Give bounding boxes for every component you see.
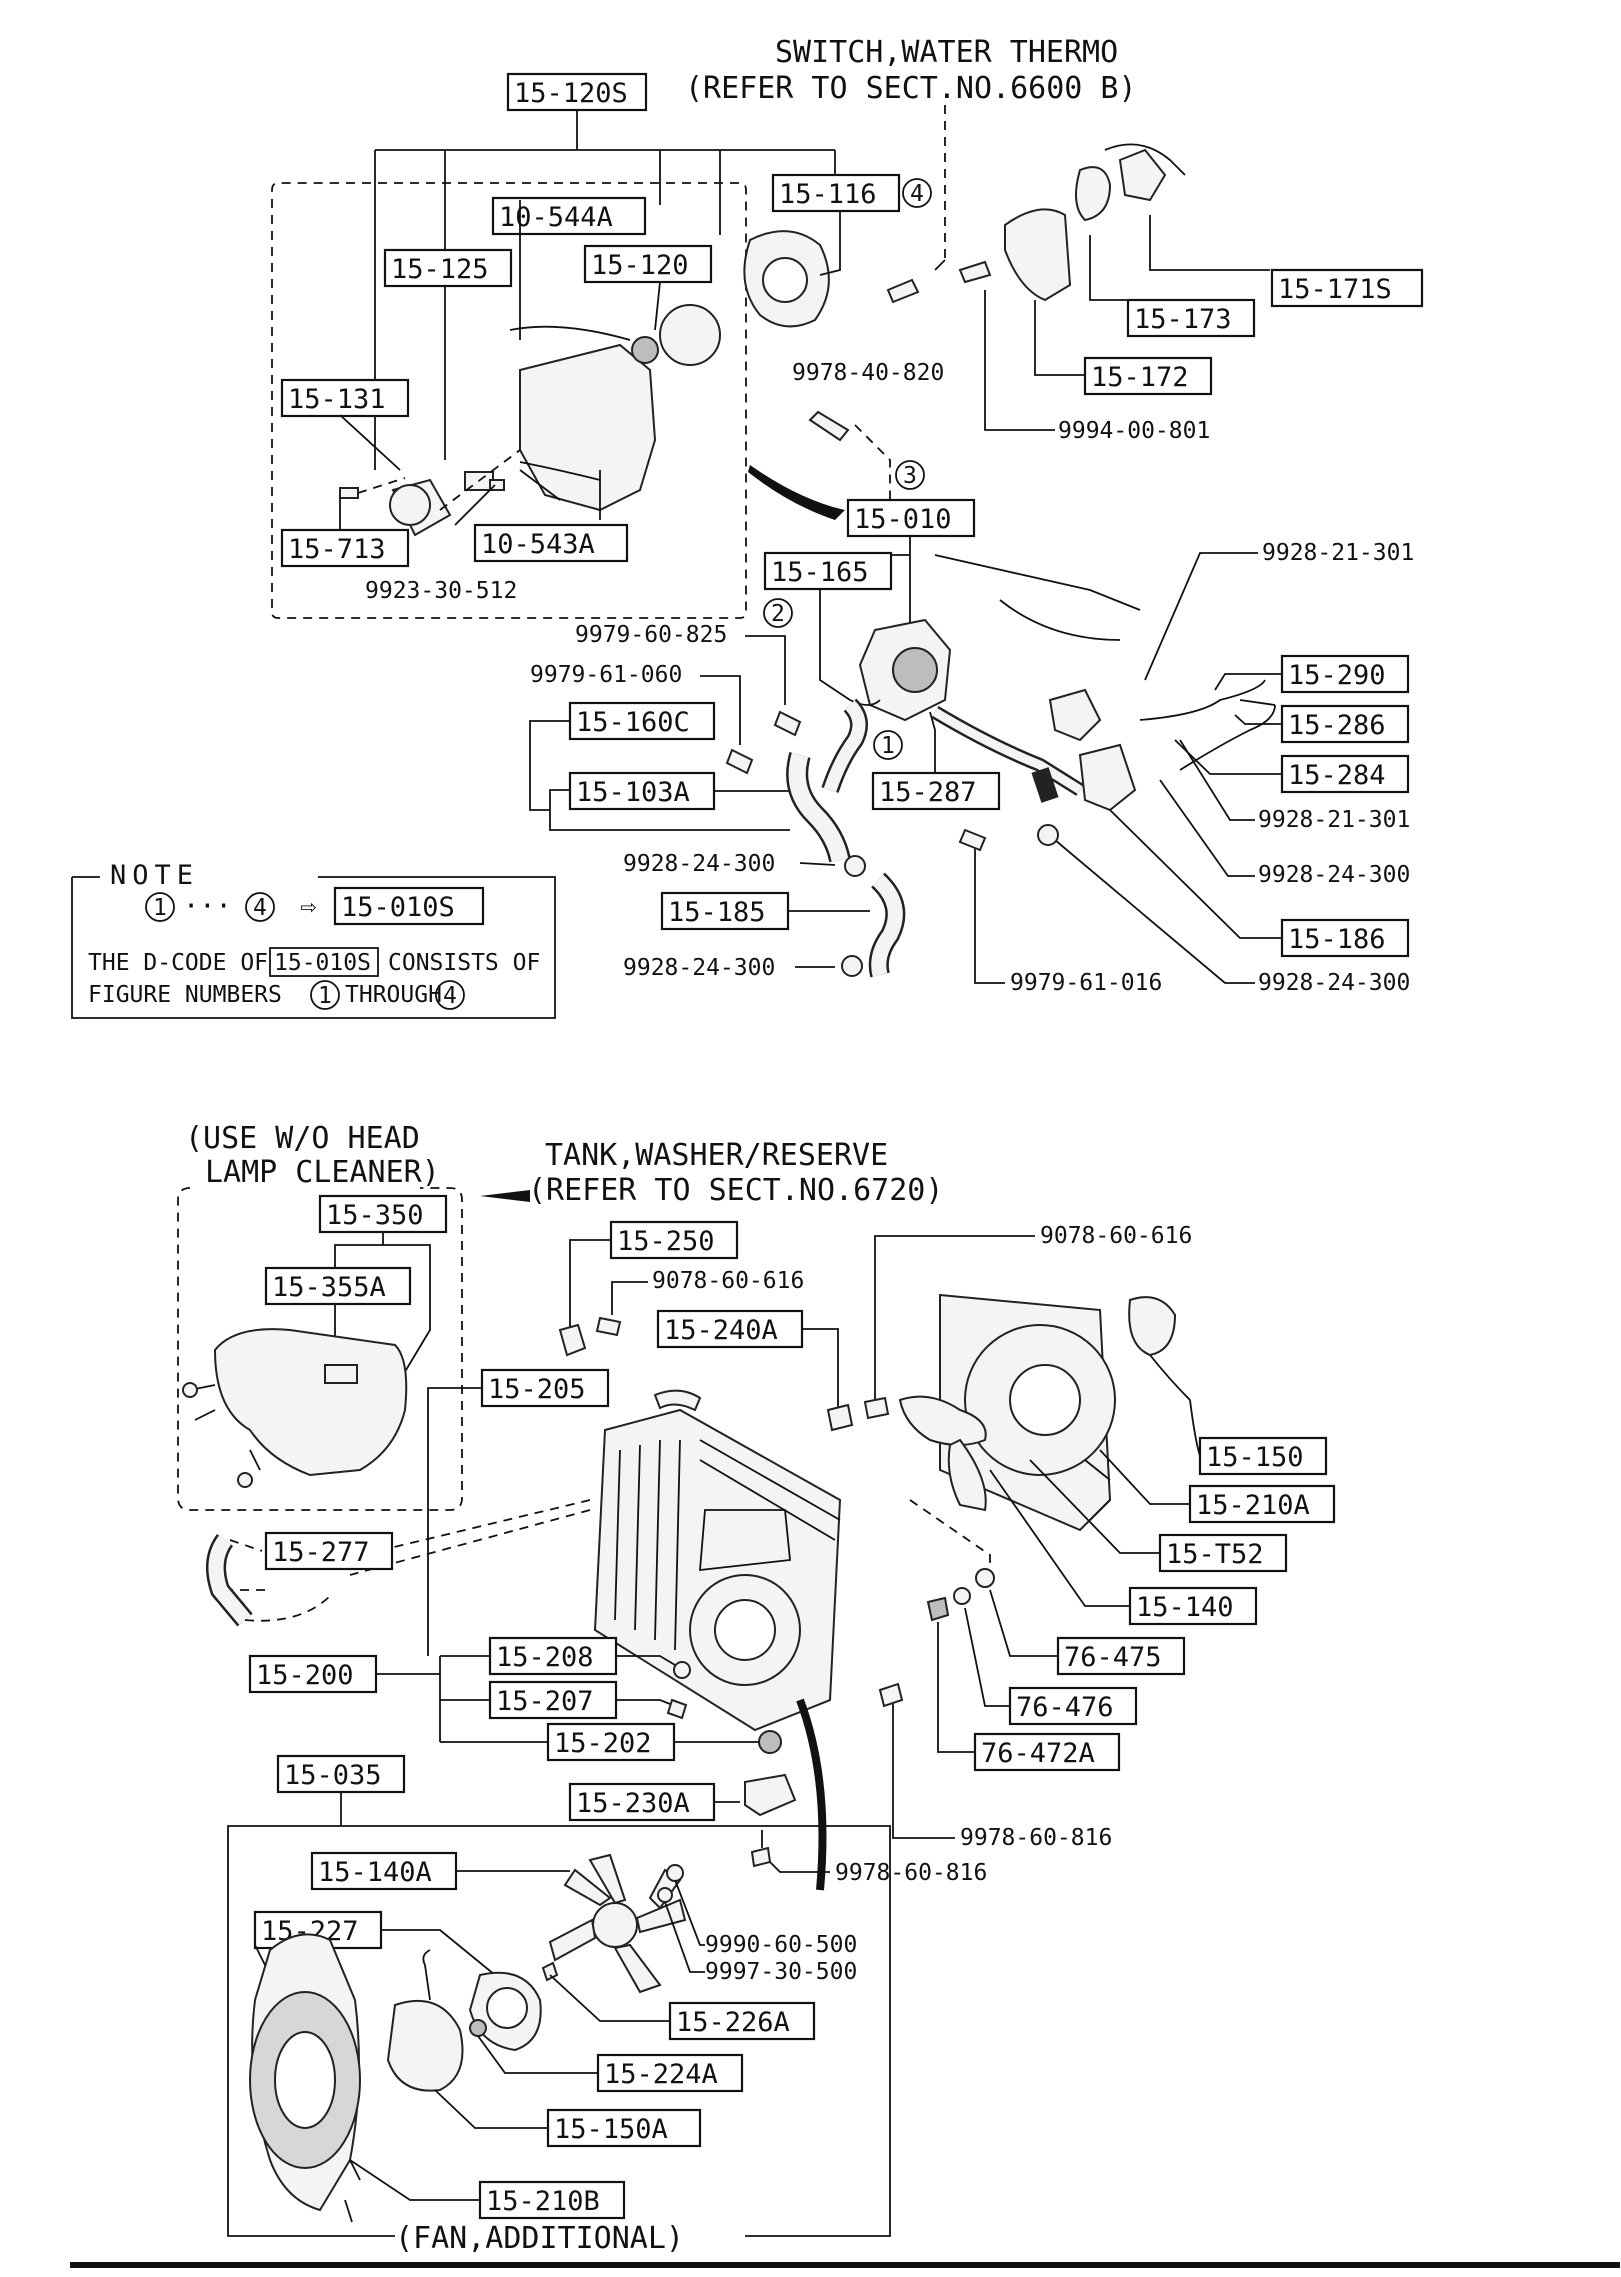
part-15-224A[interactable]: 15-224A — [604, 2059, 718, 2090]
part-15-713[interactable]: 15-713 — [288, 534, 386, 565]
switch-water-thermo-label: SWITCH,WATER THERMO — [775, 35, 1118, 70]
part-15-208[interactable]: 15-208 — [496, 1642, 594, 1673]
note-line1-a: THE D-CODE OF — [88, 950, 268, 976]
bolt-9997-30-500[interactable]: 9997-30-500 — [705, 1959, 857, 1985]
bolt-9078-60-616-a[interactable]: 9078-60-616 — [652, 1268, 804, 1294]
part-15-120S[interactable]: 15-120S — [514, 78, 628, 109]
note-title: NOTE — [110, 860, 199, 891]
part-76-472A[interactable]: 76-472A — [981, 1738, 1095, 1769]
bolt-9928-21-301-a[interactable]: 9928-21-301 — [1262, 540, 1414, 566]
switch-refer-label: (REFER TO SECT.NO.6600 B) — [685, 71, 1137, 106]
bolt-9923-30-512[interactable]: 9923-30-512 — [365, 578, 517, 604]
part-15-172[interactable]: 15-172 — [1091, 362, 1189, 393]
part-15-150[interactable]: 15-150 — [1206, 1442, 1304, 1473]
note-line1-part: 15-010S — [274, 950, 371, 976]
part-15-205[interactable]: 15-205 — [488, 1374, 586, 1405]
part-15-202[interactable]: 15-202 — [554, 1728, 652, 1759]
part-15-230A[interactable]: 15-230A — [576, 1788, 690, 1819]
bolt-9928-24-300-d[interactable]: 9928-24-300 — [1258, 970, 1410, 996]
part-15-210A[interactable]: 15-210A — [1196, 1490, 1310, 1521]
figure-number-3: 3 — [903, 463, 917, 489]
part-15-250[interactable]: 15-250 — [617, 1226, 715, 1257]
part-15-207[interactable]: 15-207 — [496, 1686, 594, 1717]
bolt-9928-21-301-b[interactable]: 9928-21-301 — [1258, 807, 1410, 833]
part-15-131[interactable]: 15-131 — [288, 384, 386, 415]
note-line2-b: THROUGH — [345, 982, 442, 1008]
note-line2-fig-4: 4 — [443, 983, 457, 1009]
part-15-125[interactable]: 15-125 — [391, 254, 489, 285]
note-fig-1: 1 — [153, 895, 167, 921]
part-15-210B[interactable]: 15-210B — [486, 2186, 600, 2217]
part-15-350[interactable]: 15-350 — [326, 1200, 424, 1231]
note-line2-fig-1: 1 — [318, 983, 332, 1009]
note-line2-a: FIGURE NUMBERS — [88, 982, 282, 1008]
note-line1-b: CONSISTS OF — [388, 950, 540, 976]
figure-number-1: 1 — [881, 733, 895, 759]
note-arrow: ⇨ — [300, 891, 316, 922]
part-76-476[interactable]: 76-476 — [1016, 1692, 1114, 1723]
bolt-9978-60-816-b[interactable]: 9978-60-816 — [835, 1860, 987, 1886]
part-15-140[interactable]: 15-140 — [1136, 1592, 1234, 1623]
bolt-9928-24-300-b[interactable]: 9928-24-300 — [623, 955, 775, 981]
bolt-9990-60-500[interactable]: 9990-60-500 — [705, 1932, 857, 1958]
use-note-line2: LAMP CLEANER) — [205, 1155, 440, 1190]
figure-number-2: 2 — [771, 601, 785, 627]
figure-number-4a: 4 — [910, 181, 924, 207]
part-15-103A[interactable]: 15-103A — [576, 777, 690, 808]
part-15-173[interactable]: 15-173 — [1134, 304, 1232, 335]
bolt-9078-60-616-b[interactable]: 9078-60-616 — [1040, 1223, 1192, 1249]
bolt-9978-60-816-a[interactable]: 9978-60-816 — [960, 1825, 1112, 1851]
part-15-160C[interactable]: 15-160C — [576, 707, 690, 738]
part-15-171S[interactable]: 15-171S — [1278, 274, 1392, 305]
part-15-120[interactable]: 15-120 — [591, 250, 689, 281]
note-range-dots: ··· — [183, 891, 232, 922]
part-15-185[interactable]: 15-185 — [668, 897, 766, 928]
part-15-165[interactable]: 15-165 — [771, 557, 869, 588]
part-15-287[interactable]: 15-287 — [879, 777, 977, 808]
part-10-543A[interactable]: 10-543A — [481, 529, 595, 560]
note-fig-4: 4 — [253, 895, 267, 921]
part-15-186[interactable]: 15-186 — [1288, 924, 1386, 955]
part-15-277[interactable]: 15-277 — [272, 1537, 370, 1568]
part-15-240A[interactable]: 15-240A — [664, 1315, 778, 1346]
part-15-355A[interactable]: 15-355A — [272, 1272, 386, 1303]
part-15-035[interactable]: 15-035 — [284, 1760, 382, 1791]
part-15-284[interactable]: 15-284 — [1288, 760, 1386, 791]
tank-refer-label: (REFER TO SECT.NO.6720) — [528, 1173, 943, 1208]
bolt-9979-60-825[interactable]: 9979-60-825 — [575, 622, 727, 648]
bottom-rule — [70, 2262, 1620, 2268]
part-15-226A[interactable]: 15-226A — [676, 2007, 790, 2038]
bolt-9994-00-801[interactable]: 9994-00-801 — [1058, 418, 1210, 444]
bolt-9978-40-820[interactable]: 9978-40-820 — [792, 360, 944, 386]
bolt-9979-61-016[interactable]: 9979-61-016 — [1010, 970, 1162, 996]
tank-washer-label: TANK,WASHER/RESERVE — [545, 1138, 888, 1173]
part-15-010[interactable]: 15-010 — [854, 504, 952, 535]
part-15-T52[interactable]: 15-T52 — [1166, 1539, 1264, 1570]
part-10-544A[interactable]: 10-544A — [499, 202, 613, 233]
part-15-140A[interactable]: 15-140A — [318, 1857, 432, 1888]
part-15-200[interactable]: 15-200 — [256, 1660, 354, 1691]
use-note-line1: (USE W/O HEAD — [185, 1121, 420, 1156]
part-15-116[interactable]: 15-116 — [779, 179, 877, 210]
bolt-9928-24-300-a[interactable]: 9928-24-300 — [623, 851, 775, 877]
part-15-290[interactable]: 15-290 — [1288, 660, 1386, 691]
part-76-475[interactable]: 76-475 — [1064, 1642, 1162, 1673]
bolt-9928-24-300-c[interactable]: 9928-24-300 — [1258, 862, 1410, 888]
fan-additional-label: (FAN,ADDITIONAL) — [395, 2221, 684, 2256]
bolt-9979-61-060[interactable]: 9979-61-060 — [530, 662, 682, 688]
part-15-150A[interactable]: 15-150A — [554, 2114, 668, 2145]
part-15-010S[interactable]: 15-010S — [341, 892, 455, 923]
part-15-286[interactable]: 15-286 — [1288, 710, 1386, 741]
